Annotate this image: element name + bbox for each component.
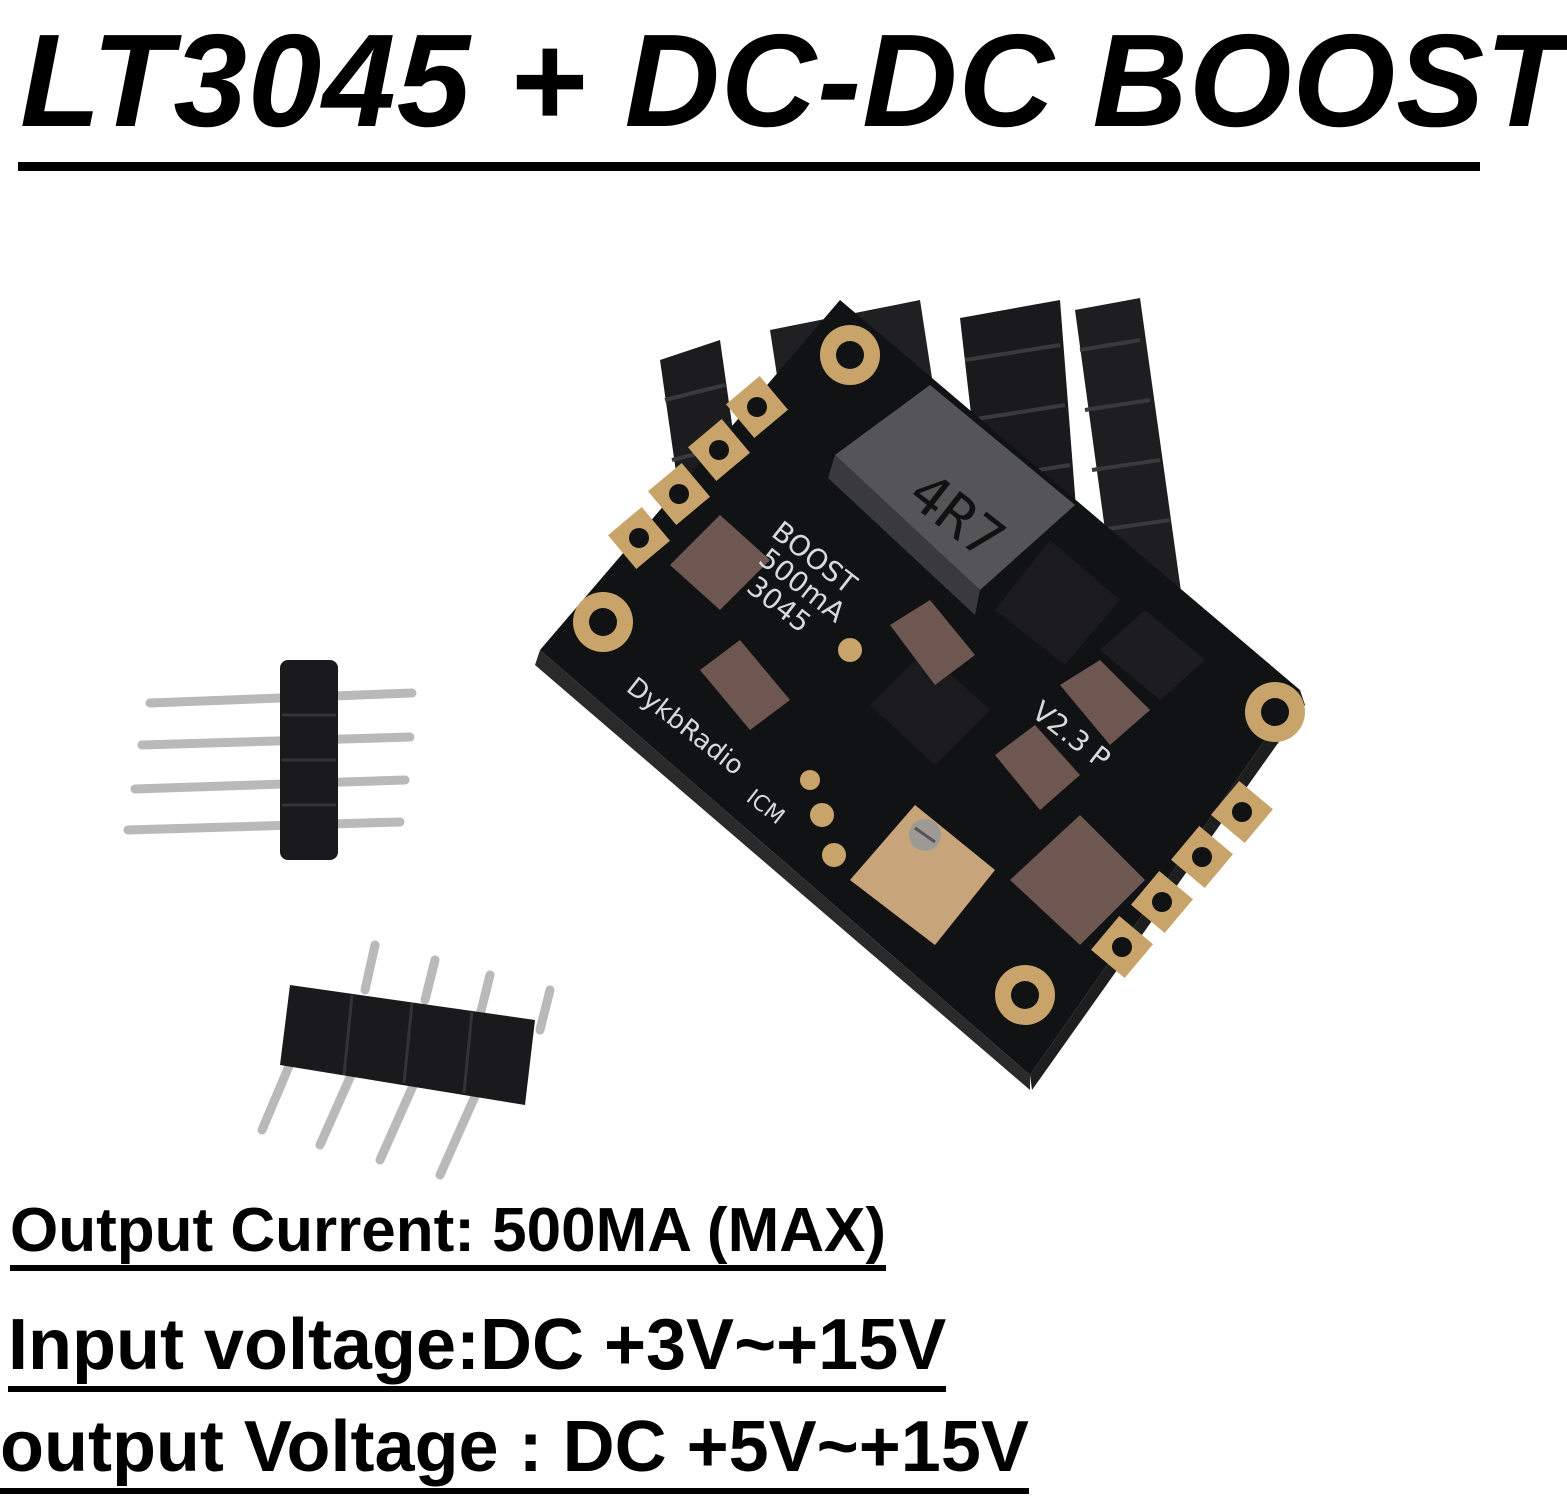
capacitors xyxy=(670,515,1150,945)
ic-chip-ldo xyxy=(870,650,990,765)
spec-output-voltage: output Voltage : DC +5V~+15V xyxy=(0,1409,1029,1494)
ic-chip-boost xyxy=(995,540,1120,665)
inductor: 4R7 xyxy=(828,385,1075,615)
product-photo: 4R7 BOOST 500mA 3045 DykbRadio V2.3 P xyxy=(123,298,1305,1180)
pin-header-straight xyxy=(123,660,417,860)
trimmer-potentiometer xyxy=(850,805,995,945)
page-title: LT3045 + DC-DC BOOST xyxy=(20,7,1567,154)
ic-chip-small xyxy=(1100,610,1205,700)
spec-output-current: Output Current: 500MA (MAX) xyxy=(10,1198,886,1272)
spec-input-voltage: Input voltage:DC +3V~+15V xyxy=(8,1307,947,1392)
pin-header-angled xyxy=(257,940,555,1180)
title-underline xyxy=(18,162,1480,171)
pcb-board: 4R7 BOOST 500mA 3045 DykbRadio V2.3 P xyxy=(535,300,1305,1090)
